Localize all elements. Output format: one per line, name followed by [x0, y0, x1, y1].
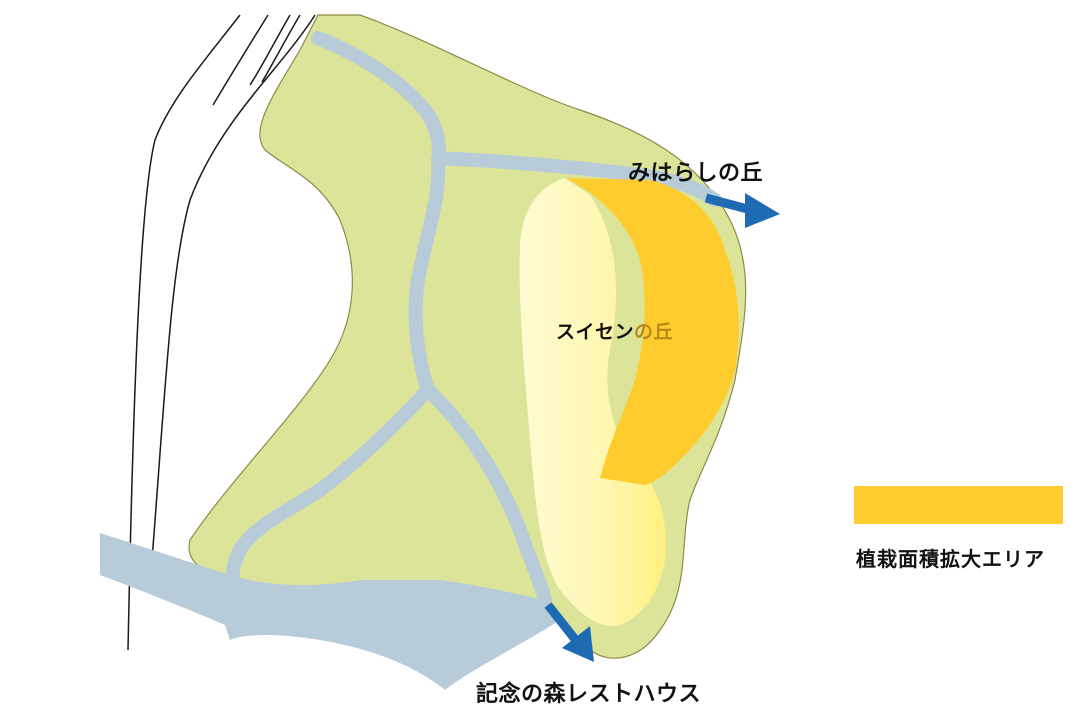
suisen-hill-label: スイセンの丘 [556, 317, 673, 344]
miharashi-hill-label: みはらしの丘 [628, 161, 764, 186]
rest-house-label: 記念の森レストハウス [476, 682, 702, 707]
suisen-hill-area [519, 178, 666, 626]
main-road [100, 533, 560, 690]
walking-paths [225, 31, 722, 607]
legend-label-expansion-area: 植栽面積拡大エリア [856, 547, 1045, 571]
suisen-hill-label-suffix: の丘 [634, 321, 674, 343]
arrow-to-rest-house-icon [544, 602, 594, 662]
expansion-area [565, 178, 739, 485]
legend-swatch-expansion-area [854, 486, 1063, 524]
arrow-to-miharashi-hill-icon [704, 193, 780, 228]
suisen-hill-label-main: スイセン [556, 321, 635, 343]
